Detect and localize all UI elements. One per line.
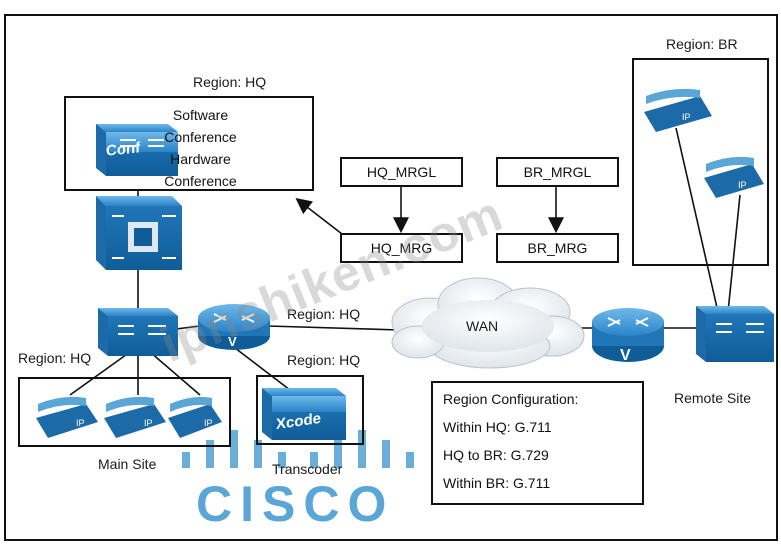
ip-phone-icon-3: IP (168, 396, 222, 438)
conference-text: Software Conference Hardware Conference (148, 104, 253, 192)
svg-text:V: V (620, 347, 631, 364)
cisco-logo-text: CISCO (196, 476, 395, 532)
region-label-br: Region: BR (666, 36, 738, 52)
region-config-title: Region Configuration: (443, 391, 579, 407)
remote-switch-icon (696, 306, 774, 362)
cisco-logo-bars (182, 430, 414, 468)
link-router-xcode (234, 347, 291, 391)
conference-line-4: Conference (164, 173, 237, 189)
region-config-row-2: HQ to BR: G.729 (443, 447, 549, 463)
main-site-phones-box (18, 377, 231, 447)
conference-line-1: Software (172, 107, 229, 123)
svg-text:IP: IP (682, 112, 691, 122)
br-mrgl-box: BR_MRGL (496, 157, 619, 187)
remote-router-icon: V (592, 308, 664, 364)
region-config-row-1: Within HQ: G.711 (443, 419, 552, 435)
remote-site-label: Remote Site (674, 390, 752, 406)
ip-phone-icon-br-2: IP (704, 156, 764, 198)
br-mrg-box: BR_MRG (496, 233, 619, 263)
region-label-hq-conf: Region: HQ (193, 74, 267, 90)
link-switch-phone1 (69, 351, 131, 396)
conference-box (64, 96, 314, 191)
link-remote-switch-phone2 (727, 194, 741, 313)
firewall-icon (96, 196, 182, 270)
wan-label: WAN (466, 318, 499, 334)
link-router-wan (267, 325, 401, 331)
hq-mrg-box: HQ_MRG (340, 233, 463, 263)
ip-phone-icon-1: IP (36, 396, 98, 438)
xcode-switch-icon (262, 388, 346, 440)
region-config-row-3: Within BR: G.711 (443, 475, 551, 491)
svg-text:IP: IP (144, 418, 153, 428)
main-switch-icon (98, 308, 178, 356)
region-label-hq-link: Region: HQ (287, 306, 361, 322)
link-switch-phone3 (149, 351, 201, 396)
wan-cloud (391, 277, 585, 369)
conf-switch-icon (96, 124, 178, 176)
link-mrg-conf-arrow (295, 198, 343, 235)
conference-line-2: Conference (164, 129, 237, 145)
ip-phone-icon-2: IP (104, 396, 166, 438)
svg-text:IP: IP (204, 418, 213, 428)
svg-text:IP: IP (738, 180, 747, 190)
region-label-hq-main: Region: HQ (18, 350, 92, 366)
ip-phone-icon-br-1: IP (644, 88, 712, 132)
region-configuration-box: Region Configuration: Within HQ: G.711 H… (431, 381, 644, 505)
svg-text:V: V (228, 334, 237, 349)
hq-router-icon: V (198, 304, 270, 350)
links (69, 127, 741, 396)
link-remote-switch-phone1 (675, 127, 719, 313)
transcoder-label: Transcoder (272, 461, 343, 477)
main-site-label: Main Site (98, 456, 157, 472)
svg-text:IP: IP (76, 418, 85, 428)
region-label-hq-xcode: Region: HQ (287, 352, 361, 368)
diagram-frame (4, 14, 778, 541)
conference-line-3: Hardware (170, 151, 231, 167)
br-region-box (632, 58, 769, 266)
transcoder-box (256, 375, 364, 445)
hq-mrgl-box: HQ_MRGL (340, 157, 463, 187)
